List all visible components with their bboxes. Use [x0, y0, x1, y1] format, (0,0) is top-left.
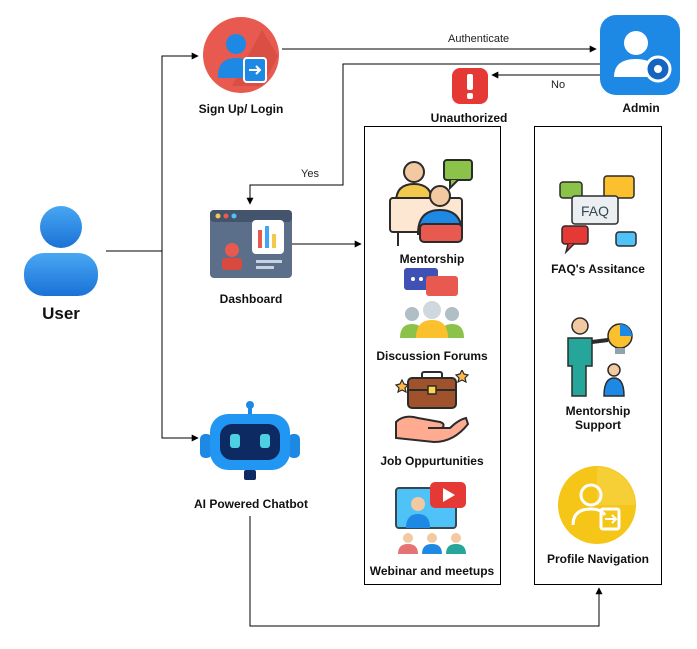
feature-webinar: Webinar and meetups — [369, 564, 495, 578]
alert-icon — [452, 68, 488, 104]
feature-mentorship: Mentorship — [399, 252, 465, 266]
edge-to-chatbot — [161, 251, 199, 442]
edge-label-authenticate: Authenticate — [448, 33, 510, 45]
login-icon — [203, 17, 279, 93]
discussion-forums-icon — [400, 268, 464, 338]
unauthorized-label: Unauthorized — [430, 111, 508, 125]
faq-icon: FAQ — [559, 175, 637, 254]
edge-to-signup — [161, 52, 199, 251]
admin-icon — [600, 15, 680, 95]
chatbot-icon — [200, 401, 300, 480]
job-opportunities-icon — [394, 370, 470, 444]
feature-discussion-forums: Discussion Forums — [376, 349, 488, 363]
user-label: User — [42, 304, 80, 323]
user-icon — [24, 206, 98, 296]
edge-label-no: No — [551, 79, 566, 91]
admin-feature-mentorship-support-line2: Support — [575, 418, 621, 432]
profile-navigation-icon — [558, 466, 636, 544]
dashboard-label: Dashboard — [219, 292, 283, 306]
chatbot-label: AI Powered Chatbot — [193, 497, 309, 511]
edge-chatbot-admin — [249, 516, 603, 627]
mentorship-icon — [389, 159, 473, 246]
admin-label: Admin — [622, 101, 660, 115]
signup-label: Sign Up/ Login — [198, 102, 284, 116]
admin-feature-profile-navigation: Profile Navigation — [546, 552, 650, 566]
dashboard-icon — [210, 210, 292, 278]
features-panel — [364, 126, 501, 585]
admin-feature-mentorship-support-line1: Mentorship — [565, 404, 631, 418]
edge-yes — [246, 63, 600, 205]
webinar-icon — [395, 482, 466, 554]
faq-icon-text: FAQ — [581, 203, 609, 219]
edge-label-yes: Yes — [301, 168, 319, 180]
admin-feature-faq: FAQ's Assitance — [551, 262, 645, 276]
feature-job-opportunities: Job Oppurtunities — [380, 454, 484, 468]
admin-features-panel — [534, 126, 662, 585]
mentorship-support-icon — [567, 317, 633, 397]
